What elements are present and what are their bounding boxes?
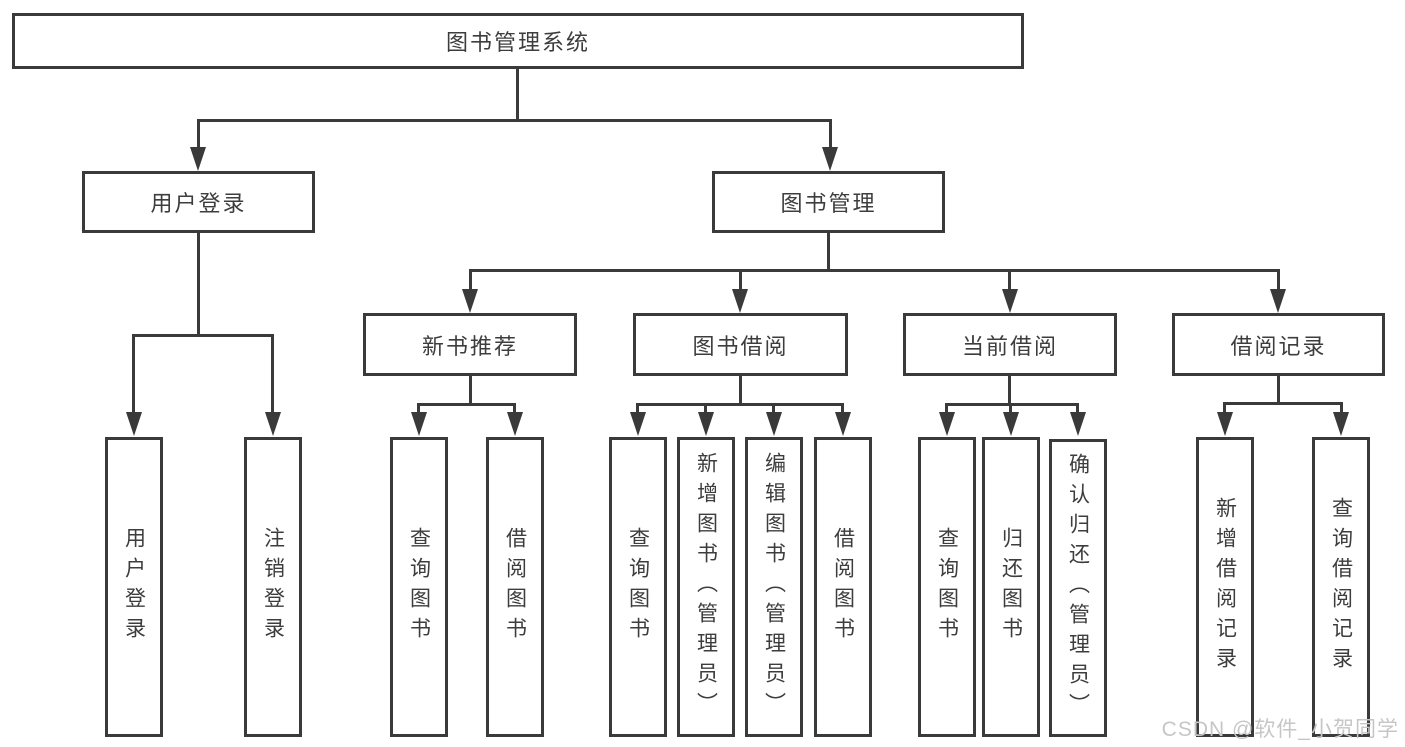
- connector-line: [469, 269, 472, 292]
- arrow-down-icon: [190, 147, 206, 171]
- connector-line: [1008, 269, 1011, 292]
- node-label: 确认归还（管理员）: [1066, 453, 1090, 723]
- node-query-books-recommend: 查询图书: [390, 437, 448, 737]
- node-user-login-action: 用户登录: [105, 437, 163, 737]
- node-query-books-borrow: 查询图书: [609, 437, 667, 737]
- arrow-down-icon: [939, 412, 955, 436]
- node-return-books: 归还图书: [982, 437, 1040, 737]
- node-label: 图书借阅: [692, 333, 789, 359]
- connector-line: [1076, 403, 1079, 415]
- connector-line: [417, 403, 420, 415]
- node-user-login: 用户登录: [82, 171, 315, 233]
- connector-line: [1008, 376, 1011, 406]
- arrow-down-icon: [462, 289, 478, 313]
- node-root: 图书管理系统: [12, 13, 1024, 69]
- node-label: 查询图书: [407, 527, 431, 647]
- connector-line: [945, 403, 948, 415]
- connector-line: [516, 69, 519, 120]
- arrow-down-icon: [411, 412, 427, 436]
- connector-line: [132, 334, 135, 416]
- node-label: 图书管理: [780, 191, 877, 216]
- node-root-label: 图书管理系统: [445, 30, 590, 55]
- node-label: 借阅图书: [831, 527, 855, 647]
- connector-line: [772, 403, 775, 415]
- node-label: 借阅图书: [503, 527, 527, 647]
- node-label: 新书推荐: [421, 333, 518, 359]
- connector-line: [739, 376, 742, 406]
- arrow-down-icon: [1270, 289, 1286, 313]
- connector-line: [827, 233, 830, 271]
- arrow-down-icon: [1002, 289, 1018, 313]
- connector-line: [197, 233, 200, 337]
- connector-line: [1340, 402, 1343, 415]
- arrow-down-icon: [766, 412, 782, 436]
- arrow-down-icon: [1070, 412, 1086, 436]
- connector-line: [271, 334, 274, 416]
- arrow-down-icon: [1217, 412, 1233, 436]
- node-borrowing-records: 借阅记录: [1172, 313, 1385, 376]
- connector-line: [841, 403, 844, 415]
- connector-line: [636, 403, 639, 415]
- connector-line: [636, 403, 844, 406]
- node-query-borrow-record: 查询借阅记录: [1312, 437, 1370, 737]
- connector-line: [197, 119, 200, 150]
- arrow-down-icon: [822, 147, 838, 171]
- connector-line: [1223, 402, 1343, 405]
- connector-line: [197, 119, 832, 122]
- connector-line: [469, 376, 472, 406]
- node-borrow-books-recommend: 借阅图书: [486, 437, 544, 737]
- arrow-down-icon: [1003, 412, 1019, 436]
- arrow-down-icon: [630, 412, 646, 436]
- connector-line: [704, 403, 707, 415]
- arrow-down-icon: [1333, 412, 1349, 436]
- node-label: 查询图书: [626, 527, 650, 647]
- node-label: 当前借阅: [961, 333, 1058, 359]
- node-label: 注销登录: [261, 527, 285, 647]
- connector-line: [1009, 403, 1012, 415]
- csdn-watermark: CSDN @软件_小贺同学: [1161, 718, 1399, 741]
- node-label: 新增图书（管理员）: [694, 452, 718, 722]
- arrow-down-icon: [126, 412, 142, 436]
- node-current-borrowing: 当前借阅: [903, 313, 1117, 376]
- node-add-book-admin: 新增图书（管理员）: [677, 437, 735, 737]
- node-book-borrowing: 图书借阅: [633, 313, 848, 376]
- node-book-management: 图书管理: [712, 171, 945, 233]
- connector-line: [417, 403, 516, 406]
- node-label: 编辑图书（管理员）: [762, 452, 786, 722]
- arrow-down-icon: [265, 412, 281, 436]
- connector-line: [132, 334, 274, 337]
- connector-line: [1277, 376, 1280, 405]
- connector-line: [469, 269, 1280, 272]
- node-label: 新增借阅记录: [1213, 497, 1237, 677]
- node-label: 查询借阅记录: [1329, 497, 1353, 677]
- connector-line: [513, 403, 516, 415]
- node-borrow-books-borrow: 借阅图书: [814, 437, 872, 737]
- node-edit-book-admin: 编辑图书（管理员）: [745, 437, 803, 737]
- connector-line: [739, 269, 742, 292]
- arrow-down-icon: [507, 412, 523, 436]
- connector-line: [945, 403, 1079, 406]
- node-label: 用户登录: [150, 191, 247, 216]
- node-label: 用户登录: [122, 527, 146, 647]
- node-logout: 注销登录: [244, 437, 302, 737]
- arrow-down-icon: [698, 412, 714, 436]
- node-label: 查询图书: [935, 527, 959, 647]
- connector-line: [829, 119, 832, 150]
- connector-line: [1277, 269, 1280, 292]
- node-label: 归还图书: [999, 527, 1023, 647]
- node-query-books-current: 查询图书: [918, 437, 976, 737]
- arrow-down-icon: [732, 289, 748, 313]
- connector-line: [1223, 402, 1226, 415]
- node-label: 借阅记录: [1230, 333, 1327, 359]
- arrow-down-icon: [835, 412, 851, 436]
- node-new-book-recommendation: 新书推荐: [363, 313, 577, 376]
- node-confirm-return-admin: 确认归还（管理员）: [1049, 439, 1107, 737]
- node-add-borrow-record: 新增借阅记录: [1196, 437, 1254, 737]
